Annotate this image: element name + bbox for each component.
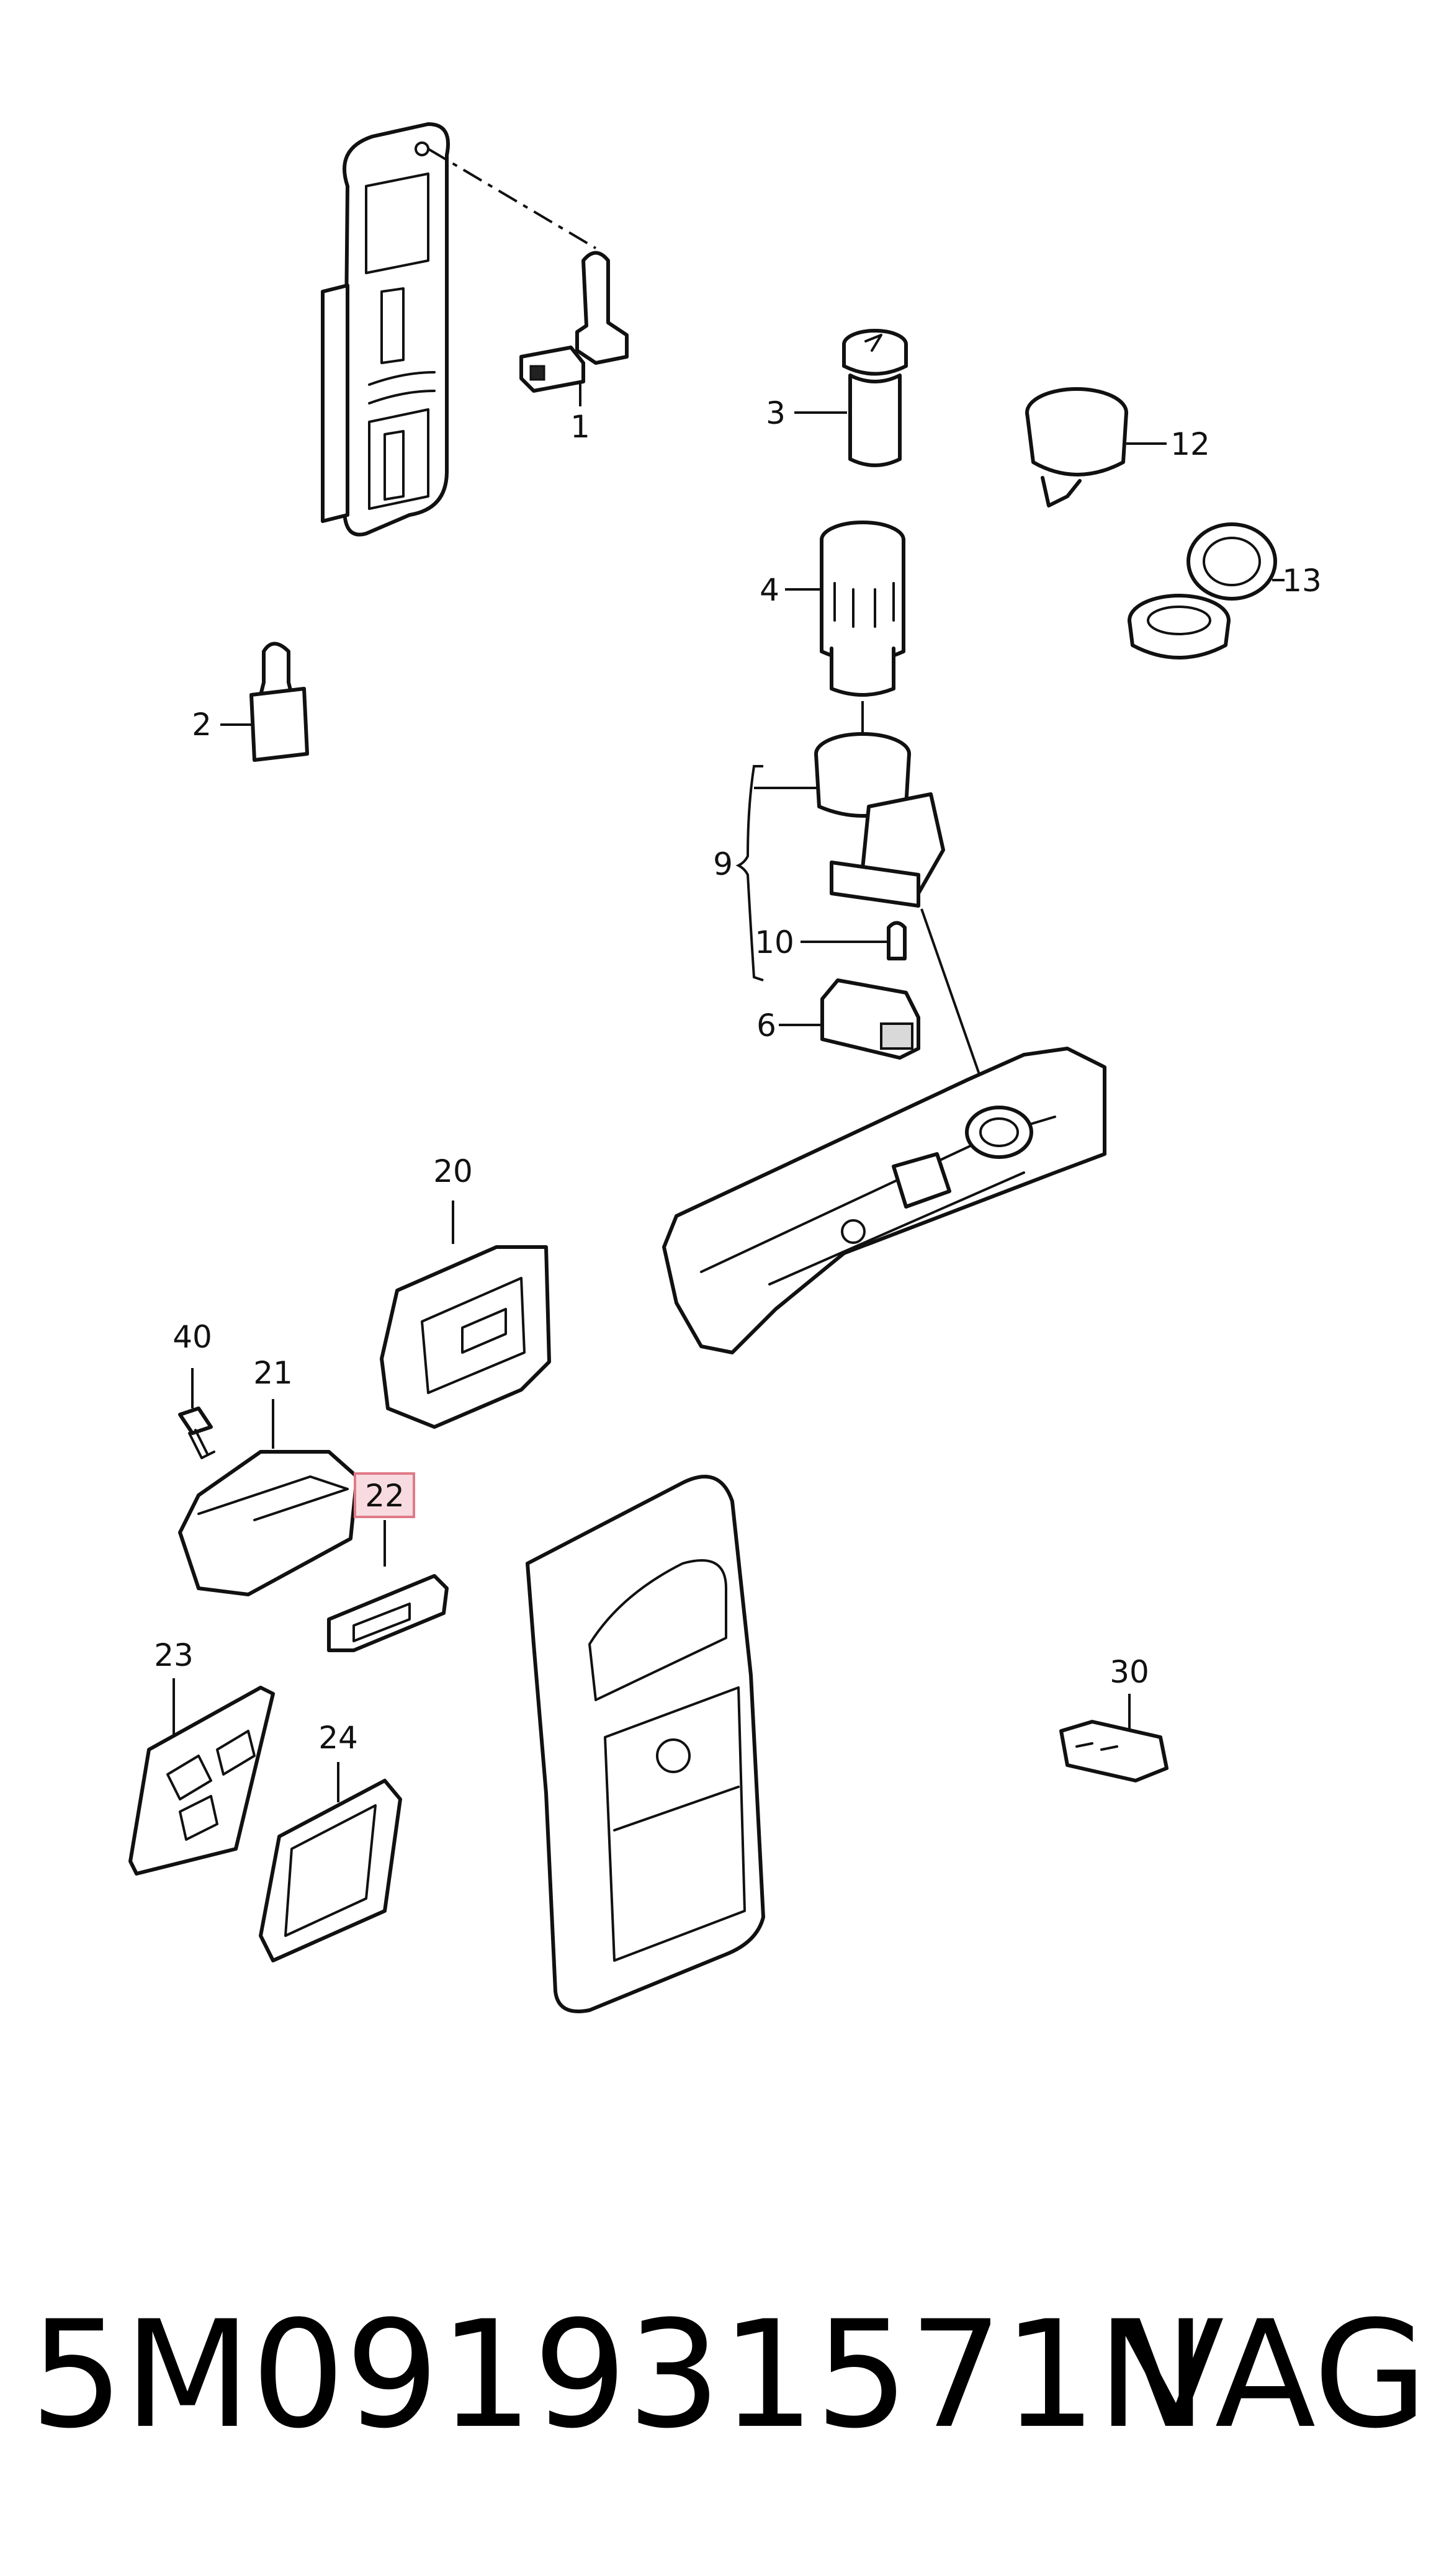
callout-4: 4 bbox=[760, 572, 779, 608]
callout-6: 6 bbox=[756, 1008, 776, 1044]
part-13-cap bbox=[1128, 522, 1277, 660]
console-rear-cover bbox=[526, 1475, 765, 2013]
brand-name: VAG bbox=[1123, 2289, 1428, 2461]
callout-9: 9 bbox=[713, 846, 733, 882]
callout-10: 10 bbox=[755, 924, 794, 960]
part-12-cup bbox=[1025, 387, 1128, 508]
dash-leader bbox=[427, 148, 597, 249]
part-6-connector bbox=[820, 978, 920, 1060]
callout-30: 30 bbox=[1110, 1654, 1149, 1690]
part-10-bulb bbox=[887, 921, 907, 960]
footer: 5M091931571N VAG bbox=[0, 2246, 1431, 2482]
callout-3: 3 bbox=[766, 395, 786, 431]
part-23-plate bbox=[128, 1686, 275, 1876]
callout-22-highlight bbox=[354, 1472, 415, 1518]
part-21-housing bbox=[178, 1450, 359, 1596]
callout-23: 23 bbox=[154, 1637, 194, 1673]
callout-21: 21 bbox=[253, 1355, 293, 1391]
part-40-screw bbox=[178, 1407, 215, 1459]
part-22-plate bbox=[327, 1574, 449, 1652]
callout-22: 22 bbox=[365, 1478, 405, 1514]
exploded-parts-diagram: 1 2 3 4 6 9 10 12 13 20 21 22 23 24 30 4… bbox=[128, 122, 1322, 2013]
part-4-socket bbox=[820, 521, 905, 697]
part-9-assembly bbox=[814, 732, 945, 908]
bracket-9 bbox=[735, 765, 764, 982]
part-number: 5M091931571N bbox=[30, 2289, 1208, 2461]
switch-panel bbox=[321, 122, 450, 537]
part-1-pin bbox=[519, 251, 629, 393]
callout-24: 24 bbox=[318, 1720, 358, 1756]
callout-2: 2 bbox=[192, 707, 212, 743]
part-30-switch bbox=[1059, 1720, 1169, 1782]
part-24-frame bbox=[259, 1779, 402, 1962]
callout-1: 1 bbox=[570, 409, 590, 445]
callout-12: 12 bbox=[1170, 426, 1210, 462]
part-2-bulb-holder bbox=[249, 642, 309, 762]
leader-to-console bbox=[920, 908, 991, 1105]
part-3-lighter-plug bbox=[842, 329, 908, 467]
callout-13: 13 bbox=[1282, 563, 1322, 599]
center-console-tray bbox=[662, 1047, 1106, 1354]
callout-40: 40 bbox=[173, 1319, 212, 1355]
part-20-bracket bbox=[380, 1245, 551, 1429]
callout-20: 20 bbox=[433, 1153, 473, 1189]
